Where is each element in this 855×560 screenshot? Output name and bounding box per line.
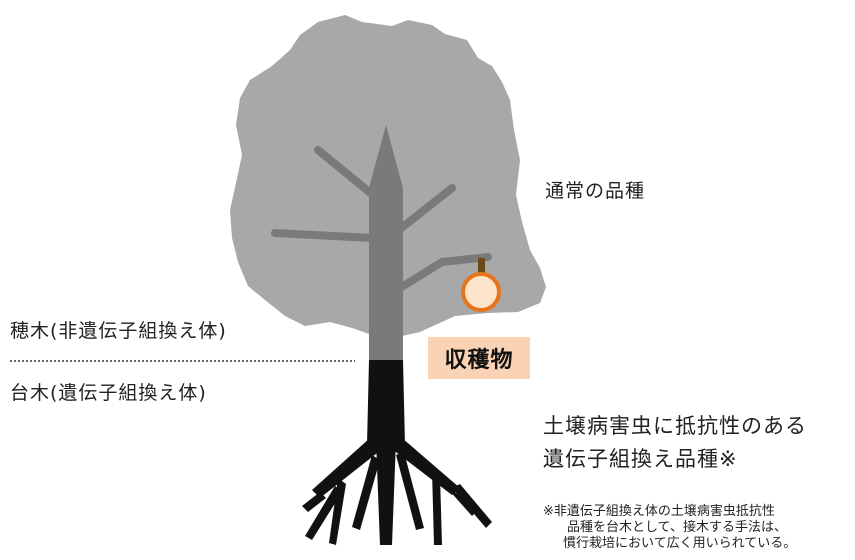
footnote: ※非遺伝子組換え体の土壌病害虫抵抗性 品種を台木として、接木する手法は、 慣行栽… (543, 504, 796, 552)
branch-lower-right (396, 253, 492, 292)
root-center (376, 440, 396, 545)
root-mid-right (396, 452, 424, 530)
branch-upper-left (314, 146, 377, 199)
scion-label: 穂木(非遺伝子組換え体) (10, 320, 227, 342)
gm-variety-line-2: 遺伝子組換え品種※ (543, 447, 738, 471)
footnote-line-3: 慣行栽培において広く用いられている。 (563, 536, 797, 551)
fruit-icon (461, 272, 501, 312)
footnote-line-2: 品種を台木として、接木する手法は、 (567, 520, 787, 535)
branch-lower-left (271, 229, 376, 242)
root-right (388, 438, 460, 495)
root-far-right (440, 480, 478, 516)
rootstock-trunk (367, 360, 405, 445)
root-left-branch (329, 478, 346, 545)
footnote-line-1: ※非遺伝子組換え体の土壌病害虫抵抗性 (543, 504, 775, 519)
rootstock-label: 台木(遺伝子組換え体) (10, 382, 207, 404)
gm-variety-line-1: 土壌病害虫に抵抗性のある (543, 414, 807, 438)
fruit-stem (478, 258, 485, 274)
harvest-label: 収穫物 (428, 337, 530, 379)
branches (271, 146, 492, 292)
root-far-left (305, 486, 342, 540)
root-right-branch (432, 470, 442, 545)
rootstock (302, 360, 492, 545)
gm-variety-label: 土壌病害虫に抵抗性のある 遺伝子組換え品種※ (543, 410, 807, 476)
scion-trunk (369, 125, 403, 360)
branch-upper-right (395, 184, 456, 234)
root-left (312, 438, 386, 498)
root-mid-left (352, 455, 380, 530)
root-left-outer (302, 492, 326, 512)
normal-variety-label: 通常の品種 (545, 180, 646, 202)
